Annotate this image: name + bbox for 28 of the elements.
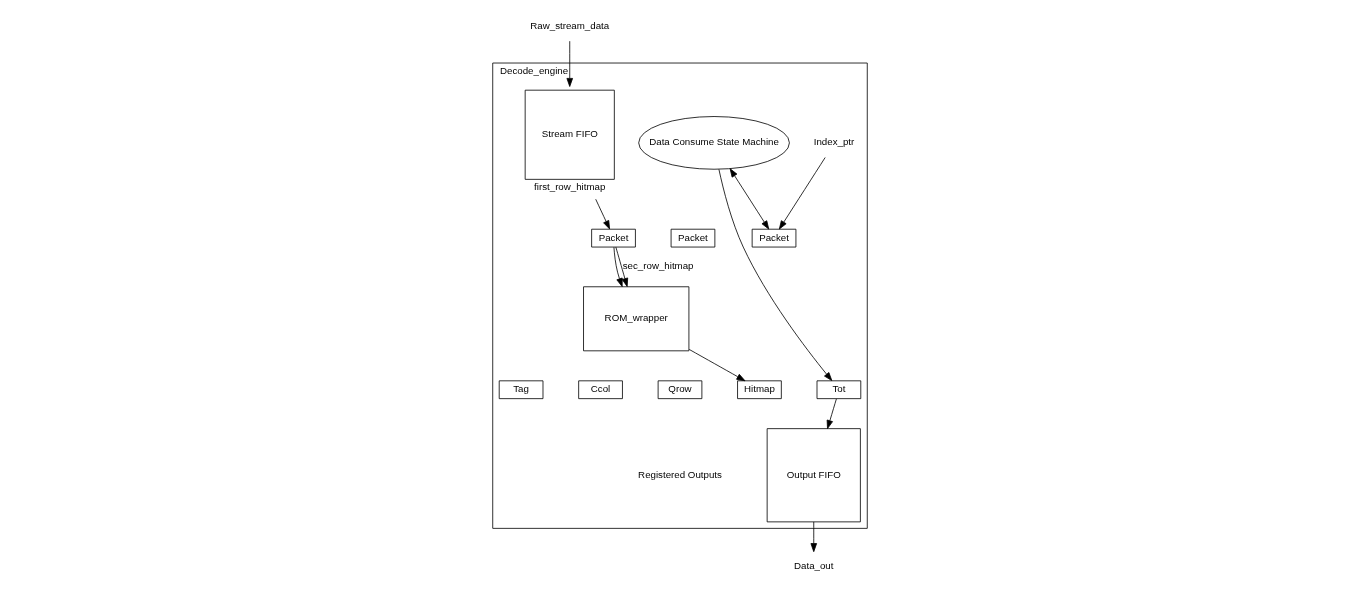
node-label: first_row_hitmap	[533, 181, 605, 193]
node-box: Tag	[498, 380, 543, 400]
node-text: Index_ptr	[813, 136, 854, 148]
node-box: Packet	[590, 228, 636, 248]
arrow	[566, 40, 573, 87]
arrow	[729, 168, 769, 230]
node-box: Tot	[816, 380, 861, 400]
node-ellipse: Data Consume State Machine	[637, 116, 790, 170]
node-text: Data_out	[793, 559, 833, 571]
arrow	[688, 349, 745, 382]
node-box: Hitmap	[736, 380, 782, 400]
arrow	[778, 157, 826, 230]
node-box: Ccol	[577, 380, 623, 400]
arrow	[594, 198, 610, 230]
arrow	[810, 521, 817, 553]
arrow	[614, 246, 628, 287]
edge-label: sec_row_hitmap	[622, 260, 693, 272]
node-box: Qrow	[657, 380, 702, 400]
node-box: ROM_wrapper	[582, 286, 689, 352]
arrow	[613, 246, 623, 287]
node-text: Raw_stream_data	[529, 20, 609, 32]
node-box: Output FIFO	[766, 428, 861, 523]
node-box: Packet	[751, 228, 796, 248]
arrow	[826, 398, 837, 429]
node-box: Packet	[670, 228, 715, 248]
node-box: Stream FIFO	[524, 89, 615, 180]
label: Registered Outputs	[637, 468, 722, 480]
arrow	[718, 168, 832, 381]
